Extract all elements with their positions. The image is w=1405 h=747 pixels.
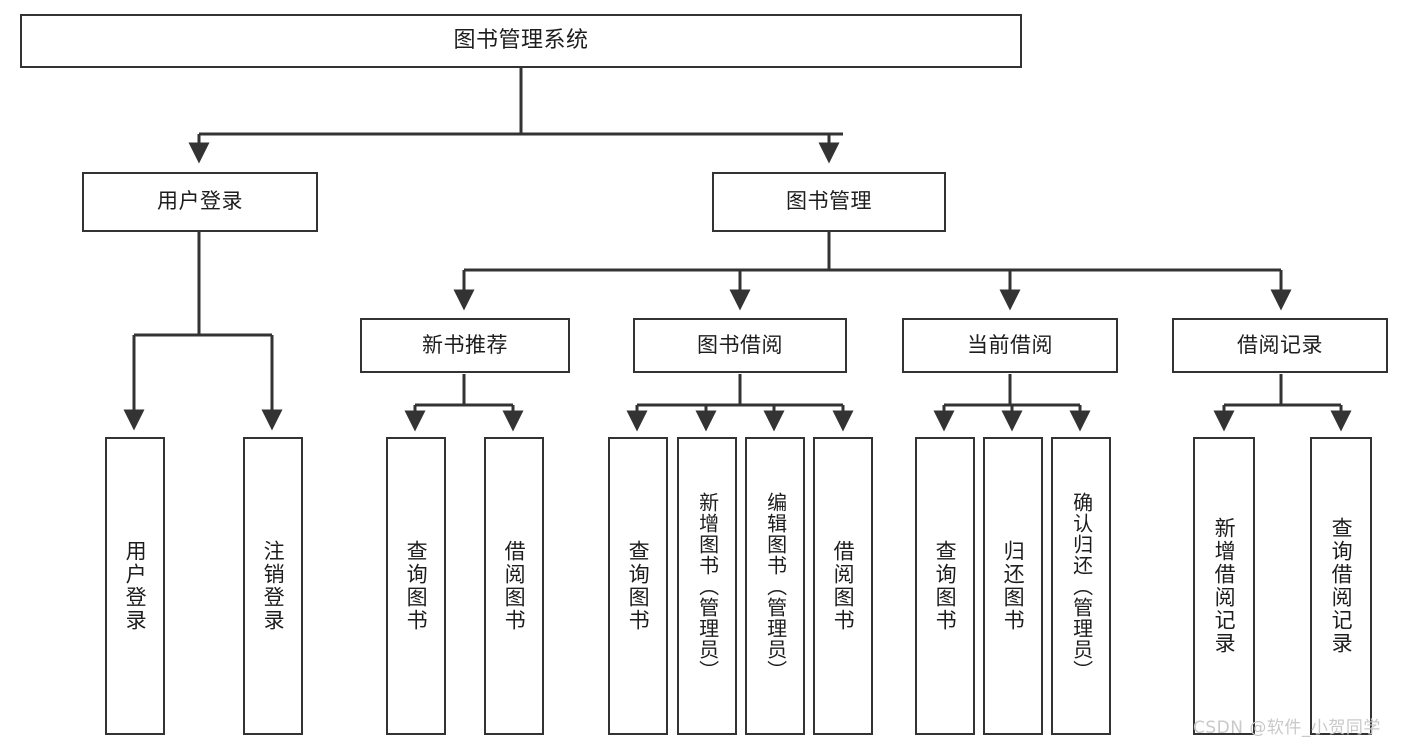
leaf-add-borrow-record[interactable]: 新增借阅记录 (1193, 437, 1255, 735)
csdn-watermark: CSDN @软件_小贺同学 (1193, 718, 1381, 738)
node-borrow-record[interactable]: 借阅记录 (1172, 318, 1388, 373)
leaf-borrow-book-recommend[interactable]: 借阅图书 (484, 437, 544, 735)
leaf-return-book[interactable]: 归还图书 (983, 437, 1043, 735)
node-book-management[interactable]: 图书管理 (712, 172, 946, 232)
leaf-edit-book-admin[interactable]: 编辑图书（管理员） (745, 437, 805, 735)
leaf-query-book-borrow[interactable]: 查询图书 (608, 437, 668, 735)
leaf-query-book-recommend[interactable]: 查询图书 (386, 437, 446, 735)
leaf-confirm-return-admin[interactable]: 确认归还（管理员） (1051, 437, 1111, 735)
leaf-query-borrow-record[interactable]: 查询借阅记录 (1310, 437, 1372, 735)
node-root-library-system[interactable]: 图书管理系统 (20, 14, 1022, 68)
leaf-user-login[interactable]: 用户登录 (105, 437, 165, 735)
node-book-borrow[interactable]: 图书借阅 (633, 318, 847, 373)
leaf-query-book-current[interactable]: 查询图书 (915, 437, 975, 735)
node-user-login[interactable]: 用户登录 (82, 172, 318, 232)
leaf-borrow-book[interactable]: 借阅图书 (813, 437, 873, 735)
node-new-book-recommend[interactable]: 新书推荐 (360, 318, 570, 373)
leaf-logout-login[interactable]: 注销登录 (243, 437, 303, 735)
node-current-borrow[interactable]: 当前借阅 (902, 318, 1118, 373)
leaf-add-book-admin[interactable]: 新增图书（管理员） (677, 437, 737, 735)
